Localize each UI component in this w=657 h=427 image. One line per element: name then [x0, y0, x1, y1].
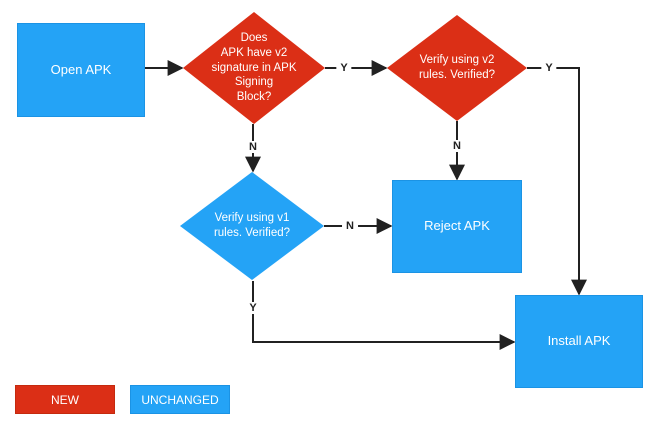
edge-label-has-v2-no: N — [245, 141, 261, 153]
node-reject-apk: Reject APK — [392, 180, 522, 273]
node-verify-v2: Verify using v2 rules. Verified? — [387, 15, 527, 121]
node-reject-apk-label: Reject APK — [424, 218, 490, 234]
node-has-v2-signature: Does APK have v2 signature in APK Signin… — [183, 12, 325, 124]
legend-new-label: NEW — [51, 392, 79, 407]
legend-unchanged: UNCHANGED — [130, 385, 230, 414]
node-verify-v1: Verify using v1 rules. Verified? — [180, 172, 324, 280]
legend-unchanged-label: UNCHANGED — [141, 392, 219, 407]
node-verify-v2-label: Verify using v2 rules. Verified? — [418, 54, 496, 81]
edge-label-verify-v1-no: N — [342, 220, 358, 232]
edge-label-verify-v1-yes: Y — [245, 302, 261, 314]
node-install-apk-label: Install APK — [547, 333, 611, 349]
node-install-apk: Install APK — [515, 295, 643, 388]
node-verify-v1-label: Verify using v1 rules. Verified? — [213, 212, 291, 239]
node-has-v2-signature-label: Does APK have v2 signature in APK Signin… — [211, 31, 297, 104]
node-open-apk: Open APK — [17, 23, 145, 117]
legend-new: NEW — [15, 385, 115, 414]
edge-label-verify-v2-no: N — [449, 140, 465, 152]
edge-label-verify-v2-yes: Y — [541, 62, 557, 74]
edge-label-has-v2-yes: Y — [336, 62, 352, 74]
node-open-apk-label: Open APK — [50, 61, 112, 77]
